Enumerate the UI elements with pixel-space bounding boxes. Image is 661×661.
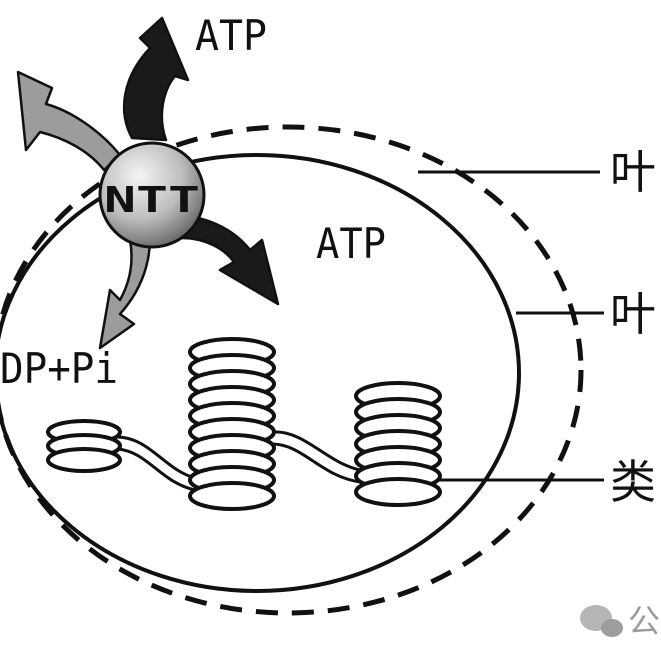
thylakoid-disc [354,477,442,507]
granum-large [188,337,276,511]
wechat-icon-small [601,619,623,637]
ntt-transporter-sphere [98,141,206,249]
atp-label-right: ATP [316,219,386,268]
atp-in-arrow-right [176,214,280,306]
callout-label-inner-membrane: 叶 [610,287,656,341]
callout-label-outer-membrane: 叶 [610,145,656,199]
granum-right [354,381,442,507]
adp-arrow-left [16,70,122,172]
adp-arrow-down [98,236,152,350]
outer-membrane [0,124,584,616]
stroma-lamellae [117,430,361,492]
thylakoid-disc [188,481,276,511]
callout-label-thylakoid: 类 [610,455,656,509]
adp-pi-label: DP+Pi [0,344,118,393]
atp-out-arrow-top [122,16,190,142]
inner-membrane [0,153,521,593]
thylakoid-disc [46,447,122,473]
ntt-arrows [16,16,280,350]
atp-label-top: ATP [195,11,267,60]
watermark-text: 公 [628,602,660,640]
watermark: 公 [580,602,660,640]
callout-lines [418,170,604,482]
ntt-label: NTT [104,180,200,221]
granum-small [46,419,122,473]
